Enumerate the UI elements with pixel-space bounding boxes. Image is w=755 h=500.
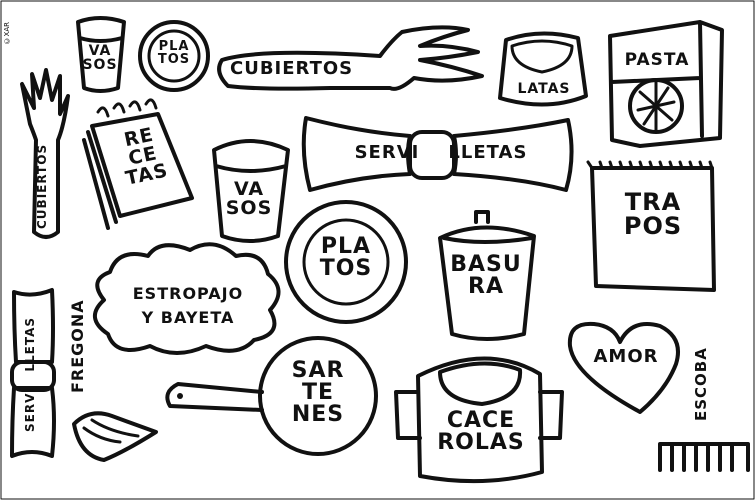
pot-handle-right-icon [538, 390, 564, 440]
label-trapos: TRA POS [623, 188, 683, 240]
label-fregona: FREGONA [68, 299, 87, 393]
napkin-knot-icon [408, 130, 456, 180]
trash-bin-icon [438, 225, 536, 341]
plate-small-icon [138, 20, 210, 92]
plate-small-inner-icon [147, 29, 201, 83]
plate-icon [284, 200, 408, 324]
label-cubiertos-fork: CUBIERTOS [230, 58, 354, 79]
label-basura: BASU RA [450, 252, 522, 299]
notebook-rings-icon [96, 98, 158, 118]
label-cubiertos-vertical: CUBIERTOS [35, 143, 49, 229]
label-recetas: RE CE TAS [122, 123, 171, 190]
label-estropajo: ESTROPAJO Y BAYETA [132, 284, 244, 327]
can-top-icon [510, 39, 574, 74]
label-pasta: PASTA [624, 50, 690, 70]
cup-mid-icon [212, 139, 290, 243]
sponge-cloud-icon [93, 242, 281, 355]
copyright-mark: ©XAR [3, 22, 11, 45]
label-sartenes: SAR TE NES [291, 358, 345, 427]
label-escoba: ESCOBA [692, 347, 710, 421]
label-platos-top: PLA TOS [157, 39, 191, 67]
napkin-vertical-knot-icon [10, 360, 56, 392]
label-servilletas-bow: SERVI LLETAS [354, 142, 528, 163]
plate-inner-icon [302, 218, 390, 306]
recipe-notebook-icon [82, 112, 194, 230]
pan-handle-icon [165, 382, 264, 412]
mop-icon [72, 411, 158, 462]
label-platos-mid: PLA TOS [319, 234, 373, 281]
label-servilletas-vertical: SERVI LLETAS [23, 316, 37, 432]
label-cacerolas: CACE ROLAS [437, 408, 525, 455]
pasta-wheel-icon [628, 78, 684, 134]
label-latas: LATAS [517, 81, 571, 97]
pot-lid-window-icon [438, 361, 523, 406]
trash-lid-icon [474, 210, 490, 224]
pot-handle-left-icon [394, 390, 422, 440]
fork-vertical-icon [20, 68, 70, 239]
label-vasos-top: VA SOS [82, 43, 118, 73]
heart-icon [567, 321, 680, 414]
label-amor: AMOR [593, 346, 659, 367]
label-vasos-mid: VA SOS [225, 178, 273, 219]
frying-pan-icon [258, 336, 378, 456]
fork-horizontal-icon [217, 25, 484, 91]
broom-icon [658, 442, 750, 472]
pot-icon [416, 356, 544, 484]
cup-icon [76, 16, 126, 93]
napkin-vertical-icon [10, 288, 56, 458]
can-icon [498, 31, 588, 107]
